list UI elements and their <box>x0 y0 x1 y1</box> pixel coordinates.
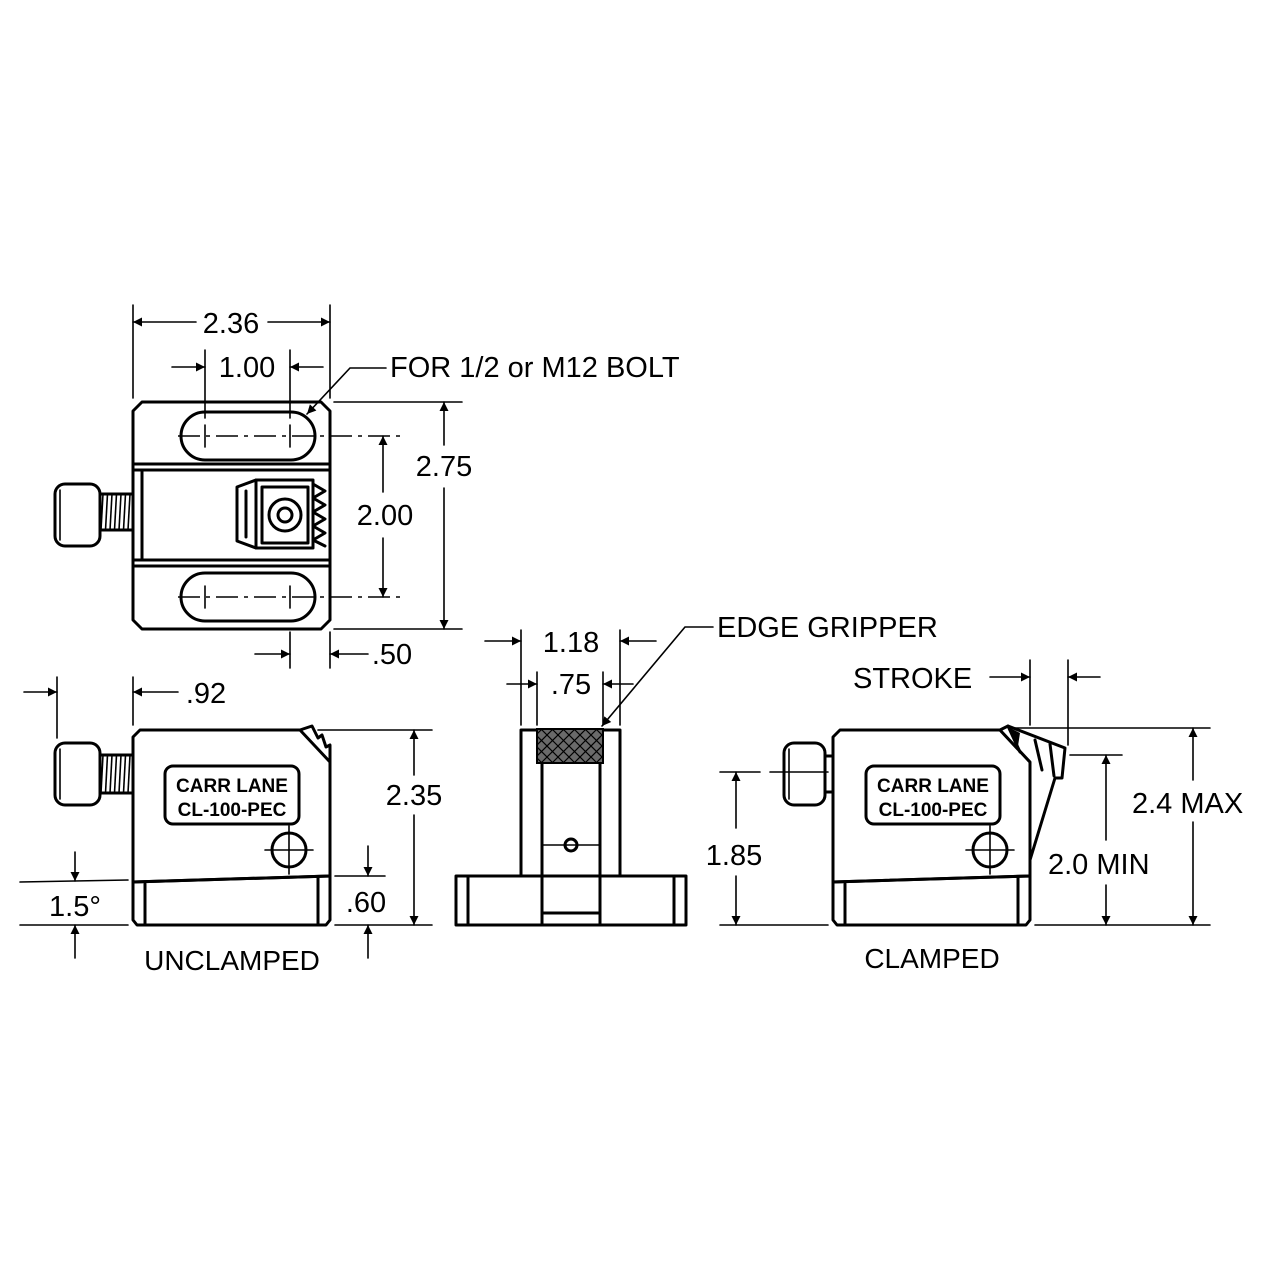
dim-slot-center: 2.00 <box>357 500 413 532</box>
dim-height: 2.75 <box>416 451 472 483</box>
socket-head-cap-screw-icon <box>53 482 102 548</box>
unclamped-view: CARR LANE CL-100-PEC .92 2.35 1.5° <box>19 676 442 976</box>
dim-base: .60 <box>346 887 386 919</box>
dim-max: 2.4 MAX <box>1132 788 1243 820</box>
label-stroke: STROKE <box>853 663 972 695</box>
dim-width: 2.36 <box>203 308 259 340</box>
clamped-view: CARR LANE CL-100-PEC STROKE 1.85 2.4 <box>706 659 1243 974</box>
dim-min: 2.0 MIN <box>1048 849 1150 881</box>
dim-slot-spacing: 1.00 <box>219 352 275 384</box>
note-edge-gripper: EDGE GRIPPER <box>717 612 938 644</box>
caption-unclamped: UNCLAMPED <box>144 945 320 976</box>
dim-angle: 1.5° <box>49 891 101 923</box>
socket-head-cap-screw-icon <box>53 741 102 807</box>
nameplate-line1: CARR LANE <box>176 776 288 797</box>
dim-jaw: 1.85 <box>706 840 762 872</box>
jaw-screw-outer-icon <box>267 497 303 533</box>
top-view: 2.36 1.00 FOR 1/2 or M12 BOLT 2.75 2.00 … <box>53 304 680 671</box>
note-bolt: FOR 1/2 or M12 BOLT <box>390 352 680 384</box>
dim-screw: .92 <box>186 678 226 710</box>
end-view: 1.18 .75 EDGE GRIPPER <box>454 612 938 927</box>
dim-outer: 1.18 <box>543 627 599 659</box>
dim-height: 2.35 <box>386 780 442 812</box>
thread-icon <box>100 754 131 794</box>
dim-inner: .75 <box>551 669 591 701</box>
nameplate-line2: CL-100-PEC <box>879 800 988 821</box>
nameplate-line2: CL-100-PEC <box>178 800 287 821</box>
nameplate-line1: CARR LANE <box>877 776 989 797</box>
knurl-pattern-icon <box>537 729 603 763</box>
dim-offset: .50 <box>372 639 412 671</box>
caption-clamped: CLAMPED <box>864 943 999 974</box>
socket-head-cap-screw-icon <box>782 741 827 807</box>
